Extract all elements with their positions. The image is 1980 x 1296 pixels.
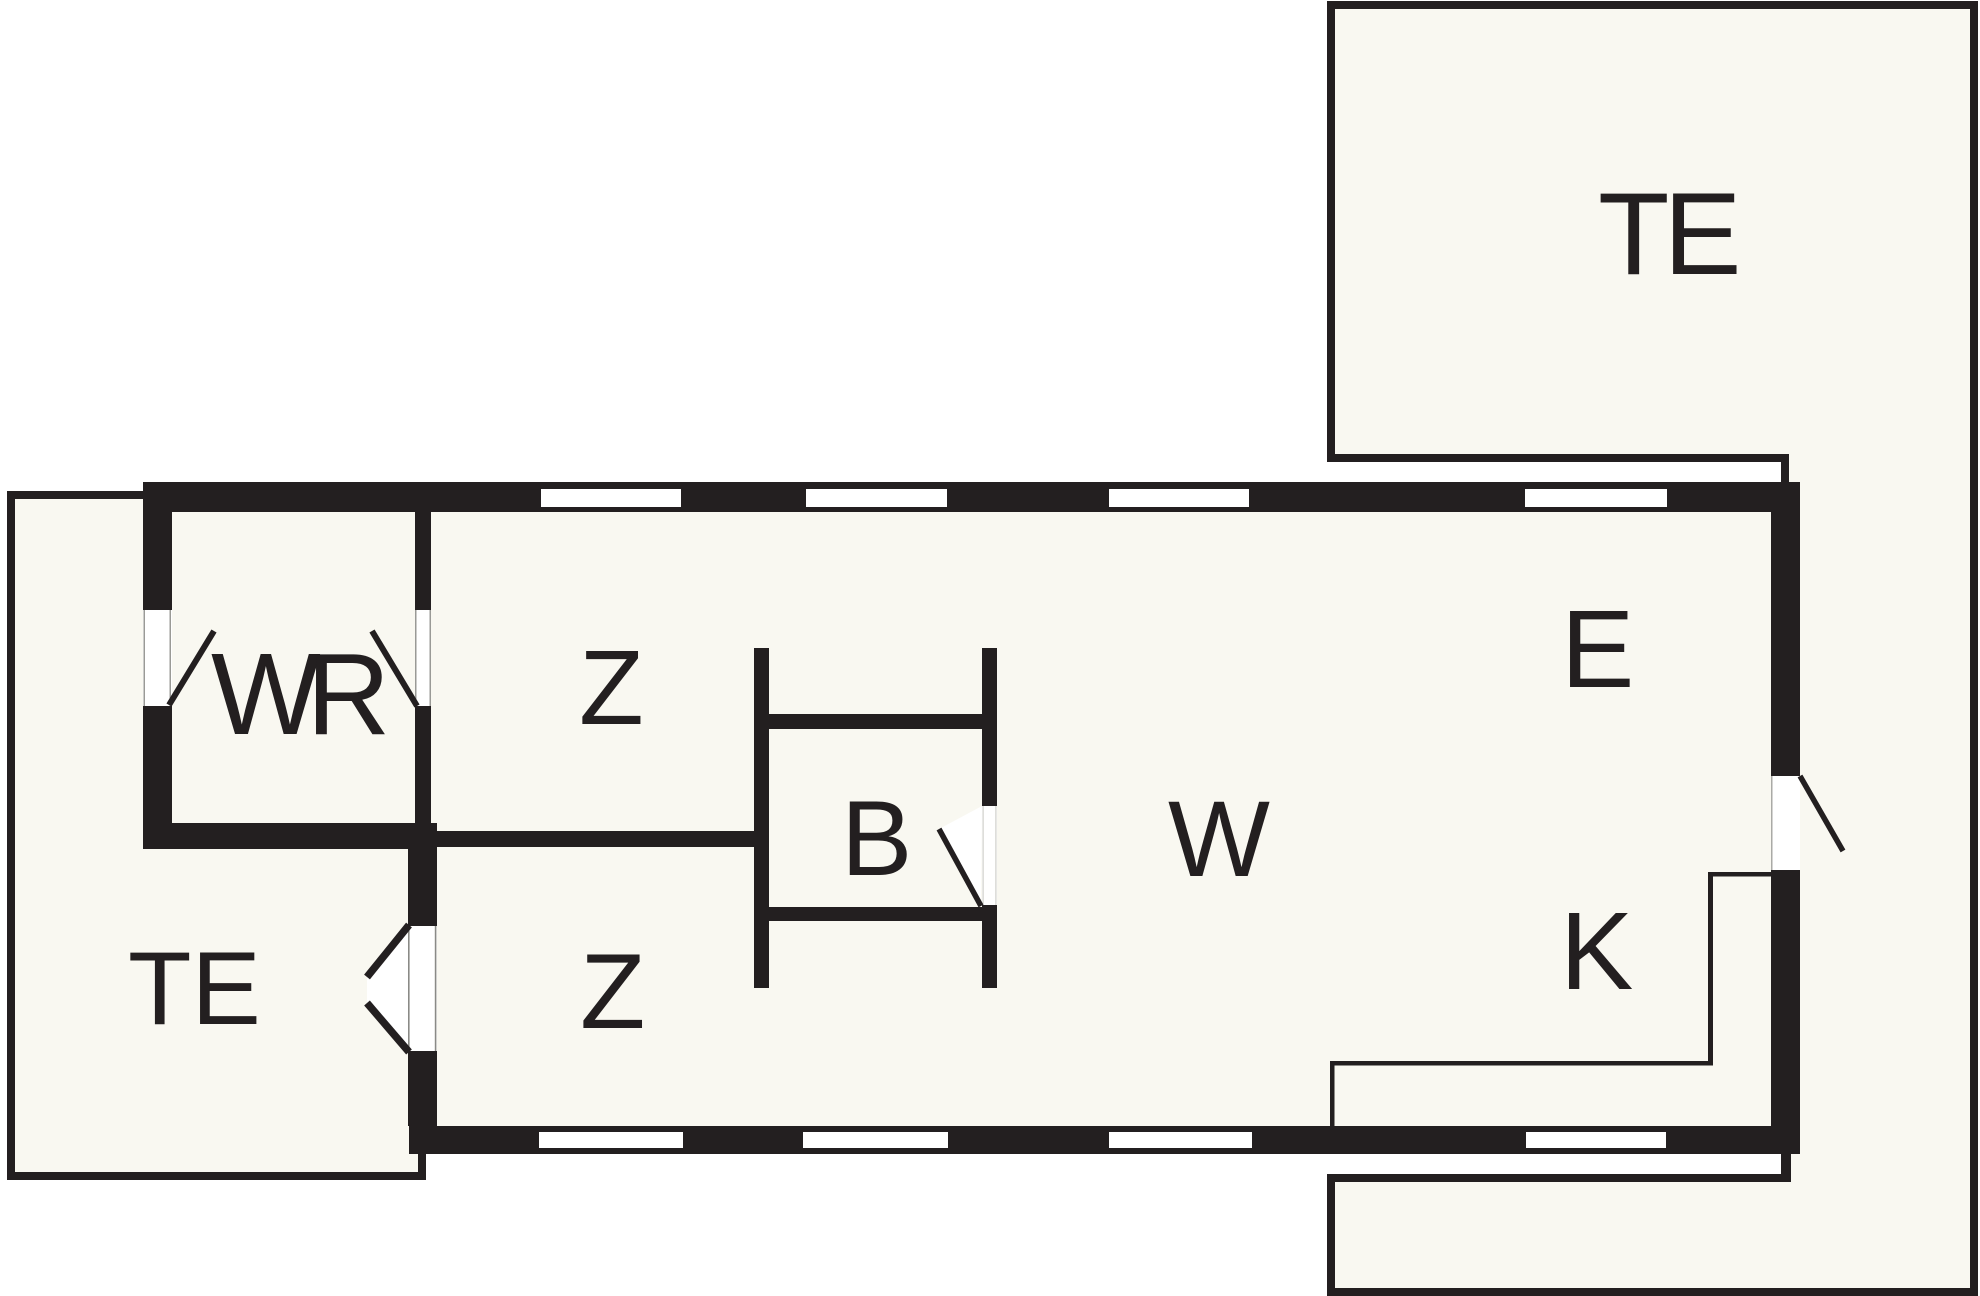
svg-text:E: E [1561, 588, 1634, 711]
svg-text:Z: Z [580, 931, 645, 1051]
svg-text:TE: TE [1598, 168, 1737, 299]
svg-text:WR: WR [211, 629, 385, 759]
svg-text:Z: Z [579, 629, 644, 747]
svg-text:K: K [1560, 890, 1633, 1013]
svg-text:TE: TE [128, 931, 261, 1047]
svg-text:B: B [841, 778, 912, 898]
svg-text:W: W [1168, 778, 1270, 899]
